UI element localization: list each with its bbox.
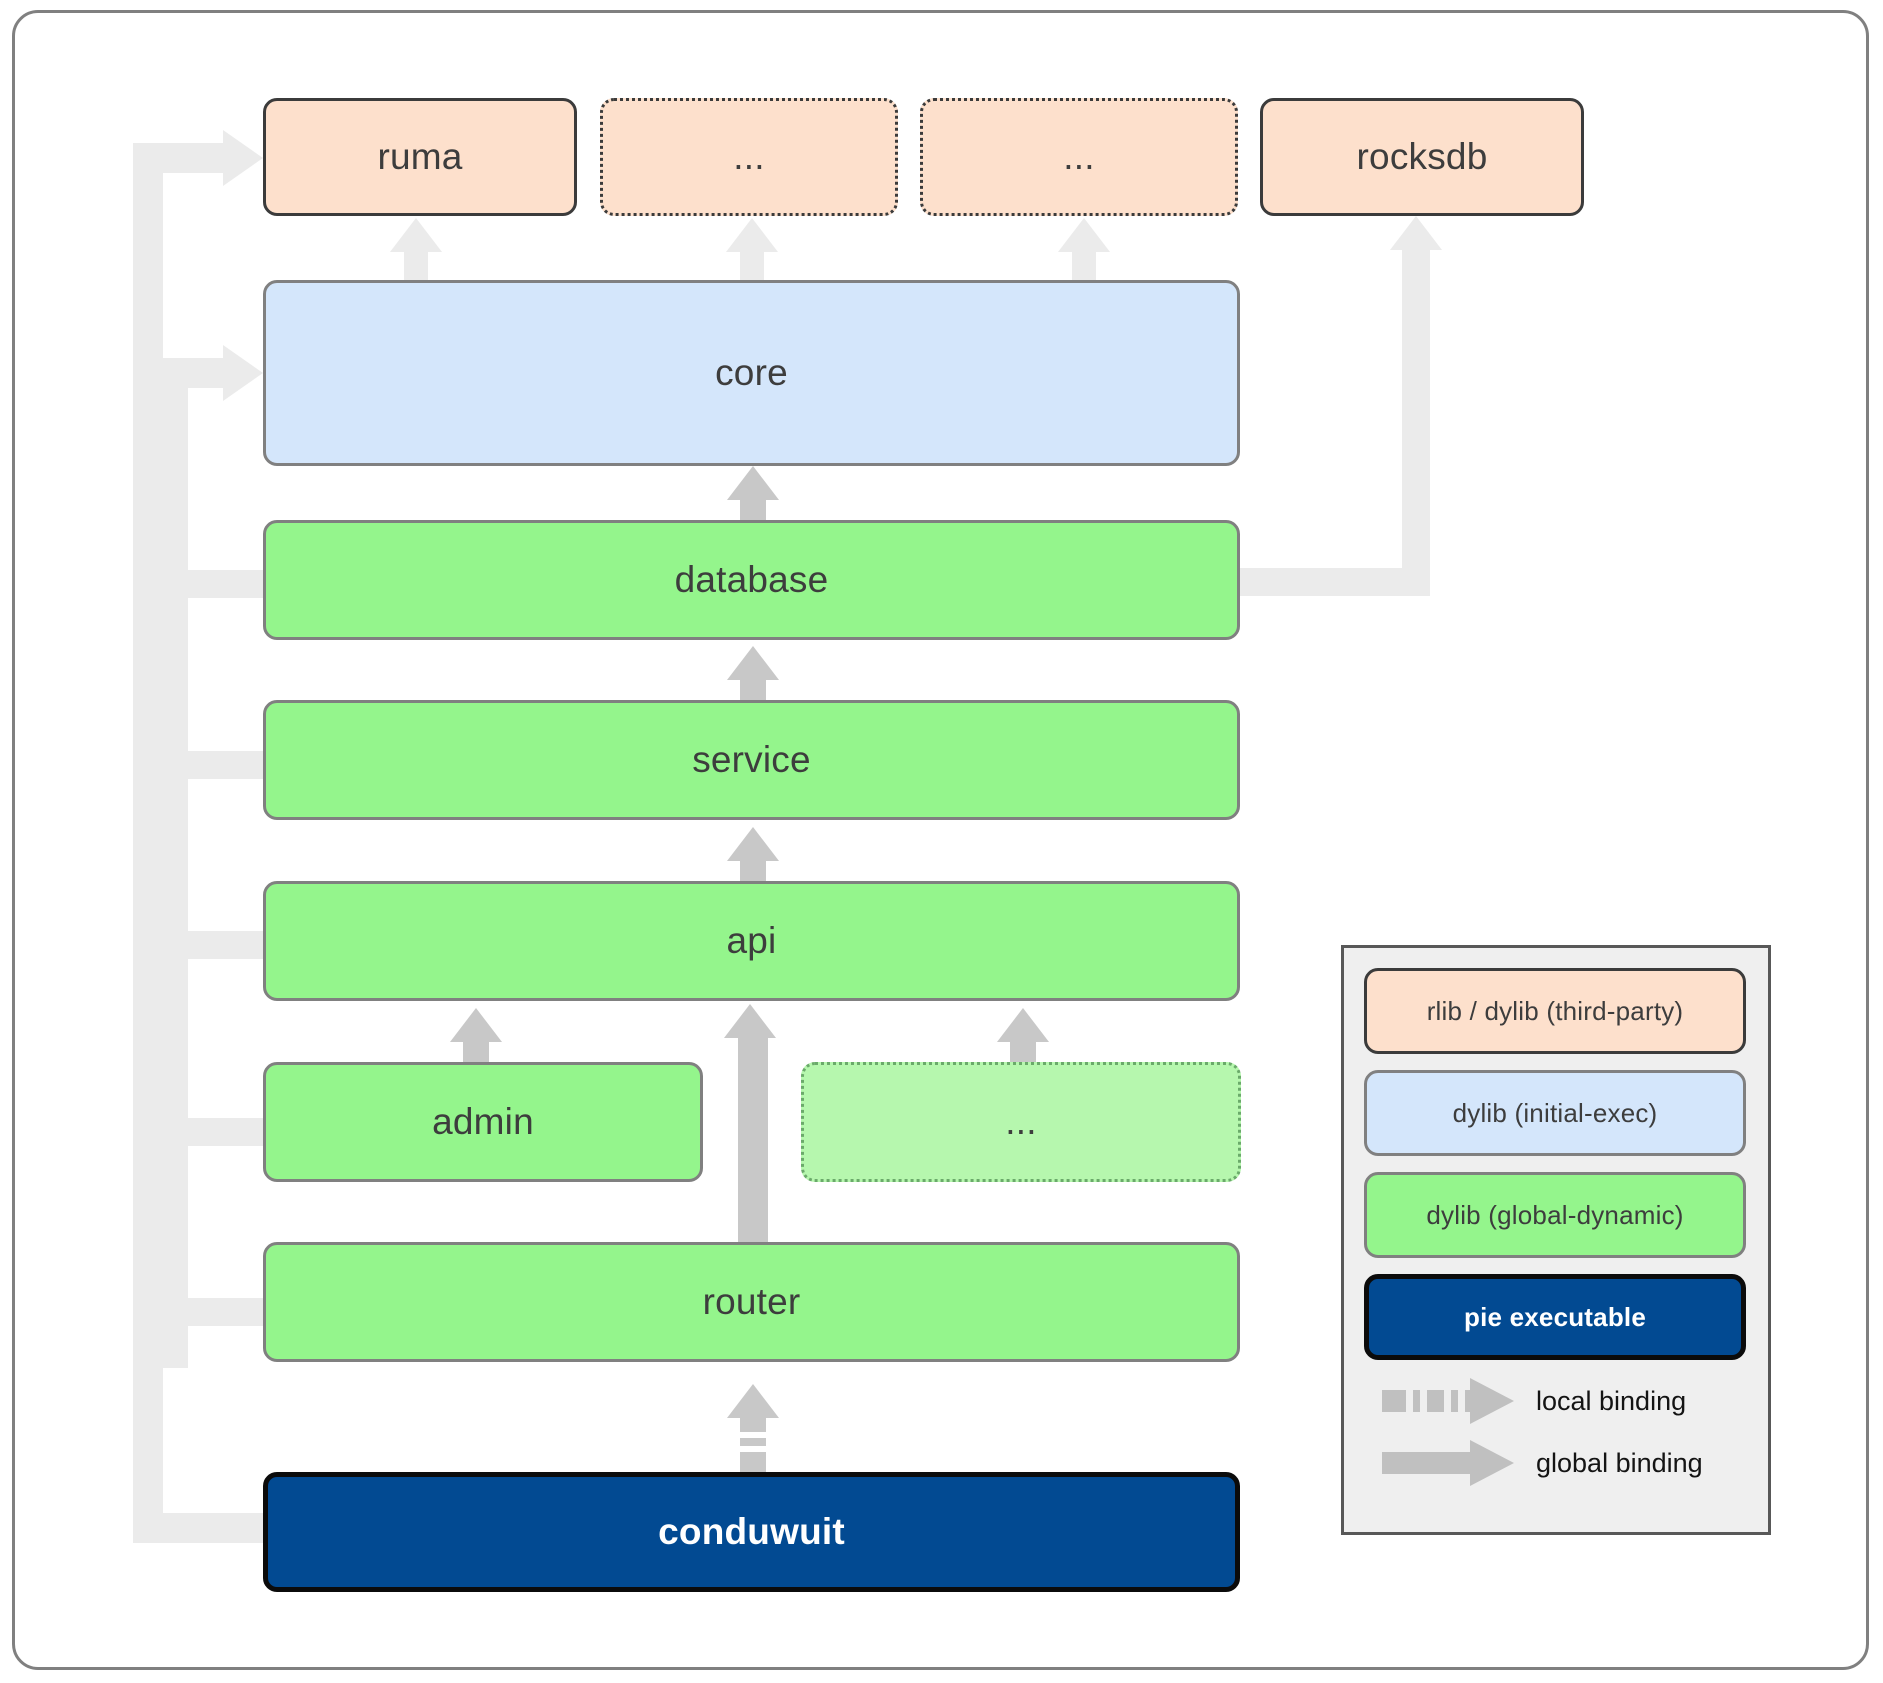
arrow-conduwuit-to-router-shaft [740,1412,766,1474]
legend-swatch-global-dynamic-label: dylib (global-dynamic) [1426,1199,1684,1230]
arrow-admin-to-api-head [450,1008,502,1042]
node-service-label: service [692,739,811,780]
legend-panel: rlib / dylib (third-party) dylib (initia… [1341,945,1771,1535]
node-admin-label: admin [432,1101,534,1142]
legend-arrow-local-binding-label: local binding [1536,1385,1687,1416]
legend-swatch-third-party-label: rlib / dylib (third-party) [1426,995,1684,1026]
node-conduwuit-label: conduwuit [658,1511,845,1552]
arrow-service-to-database-head [727,646,779,680]
rail-database-to-rocksdb-h [1240,568,1430,596]
rail-inner-vertical [158,358,188,1368]
legend-arrow-global-binding-label: global binding [1536,1447,1703,1478]
rail-outer-bottom [133,1513,263,1543]
node-conduwuit[interactable]: conduwuit [263,1472,1240,1592]
node-service[interactable]: service [263,700,1240,820]
arrow-router-to-api-shaft [738,1032,768,1242]
legend-swatch-initial-exec-label: dylib (initial-exec) [1452,1097,1658,1128]
arrow-api-to-service-head [727,827,779,861]
rail-stub-api [158,931,268,959]
rail-arrowhead-core [223,345,263,401]
node-ellipsis-mid-label: ... [1005,1101,1037,1142]
node-ruma[interactable]: ruma [263,98,577,216]
legend-swatch-pie-executable-label: pie executable [1464,1301,1646,1332]
rail-outer-top [133,143,223,173]
node-ellipsis-top-2[interactable]: ... [920,98,1238,216]
rail-stub-admin [158,1118,268,1146]
arrow-database-to-core-head [727,466,779,500]
node-core-label: core [715,352,788,393]
arrow-conduwuit-to-router-dash-1 [740,1432,766,1438]
rail-stub-service [158,751,268,779]
node-ellipsis-mid[interactable]: ... [801,1062,1241,1182]
legend-swatch-initial-exec: dylib (initial-exec) [1364,1070,1746,1156]
node-ellipsis-top-2-label: ... [1063,136,1095,177]
node-core[interactable]: core [263,280,1240,466]
dashed-arrow-icon [1382,1378,1514,1424]
arrow-core-to-dots1-head [726,218,778,252]
rail-stub-router [158,1298,268,1326]
node-database[interactable]: database [263,520,1240,640]
legend-arrow-global-binding: global binding [1382,1440,1703,1486]
node-router-label: router [702,1281,801,1322]
node-api-label: api [726,920,777,961]
node-ellipsis-top-1-label: ... [733,136,765,177]
legend-swatch-third-party: rlib / dylib (third-party) [1364,968,1746,1054]
node-rocksdb[interactable]: rocksdb [1260,98,1584,216]
arrow-core-to-dots2-head [1058,218,1110,252]
node-router[interactable]: router [263,1242,1240,1362]
node-ruma-label: ruma [377,136,463,177]
arrow-dots-to-api-head [997,1008,1049,1042]
solid-arrow-icon [1382,1440,1514,1486]
arrow-conduwuit-to-router-head [727,1384,779,1418]
node-admin[interactable]: admin [263,1062,703,1182]
arrow-core-to-ruma-head [390,218,442,252]
rail-inner-top [158,358,223,388]
legend-arrow-local-binding: local binding [1382,1378,1686,1424]
node-database-label: database [674,559,829,600]
legend-swatch-global-dynamic: dylib (global-dynamic) [1364,1172,1746,1258]
arrowhead-rocksdb [1390,216,1442,250]
arrow-conduwuit-to-router-dash-2 [740,1446,766,1452]
arrow-router-to-api-head [724,1004,776,1038]
node-ellipsis-top-1[interactable]: ... [600,98,898,216]
rail-arrowhead-ruma [223,130,263,186]
legend-swatch-pie-executable: pie executable [1364,1274,1746,1360]
rail-database-to-rocksdb-v [1402,250,1430,596]
node-rocksdb-label: rocksdb [1356,136,1488,177]
node-api[interactable]: api [263,881,1240,1001]
rail-stub-database [158,570,268,598]
